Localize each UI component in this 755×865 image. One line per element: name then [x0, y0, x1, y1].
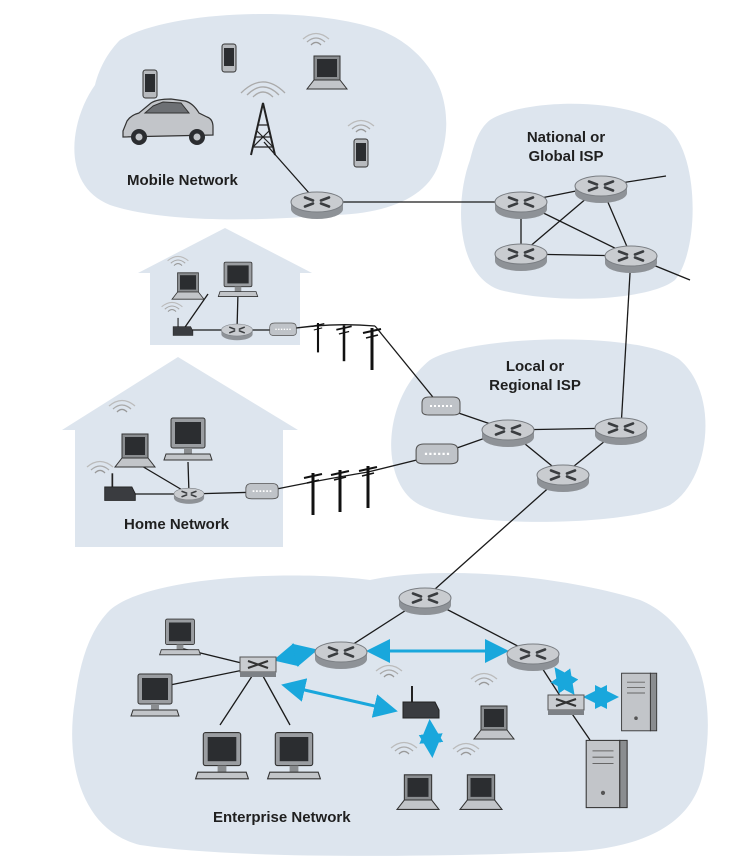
- utility-pole-icon: [310, 321, 326, 354]
- router-icon: [173, 487, 205, 505]
- national-isp-label-line1: National or: [527, 129, 606, 146]
- server-icon: [585, 739, 628, 809]
- switch-icon: [239, 656, 277, 678]
- monitor-icon: [163, 417, 213, 461]
- ethernet-links: [273, 639, 619, 758]
- regional-isp-label-line2: Regional ISP: [489, 377, 581, 394]
- router-icon: [505, 642, 561, 673]
- router-icon: [593, 416, 649, 447]
- router-icon: [603, 244, 659, 275]
- modem-icon: [245, 482, 279, 500]
- utility-pole-icon: [302, 471, 324, 517]
- switch-icon: [547, 694, 585, 716]
- monitor-icon: [130, 673, 180, 717]
- cell-tower-icon: [240, 81, 286, 156]
- router-icon: [535, 463, 591, 494]
- regional-isp-cloud: [391, 339, 706, 522]
- car-icon: [122, 98, 214, 145]
- router-icon: [573, 174, 629, 205]
- modem-icon: [269, 322, 297, 337]
- monitor-icon: [195, 732, 249, 780]
- regional-isp-label-line1: Local or: [506, 358, 565, 375]
- utility-pole-icon: [361, 326, 383, 372]
- phone-icon: [353, 138, 369, 168]
- mobile-network-label: Mobile Network: [127, 172, 239, 189]
- utility-pole-icon: [335, 324, 353, 363]
- router-icon: [493, 242, 549, 273]
- monitor-icon: [217, 261, 259, 297]
- monitor-icon: [159, 618, 201, 656]
- home-network-label: Home Network: [124, 516, 230, 533]
- router-icon: [313, 640, 369, 671]
- router-icon: [480, 418, 536, 449]
- router-icon: [397, 586, 453, 617]
- router-icon: [289, 190, 345, 221]
- utility-pole-icon: [357, 464, 379, 510]
- phone-icon: [221, 43, 237, 73]
- monitor-icon: [267, 732, 321, 780]
- router-icon: [493, 190, 549, 221]
- phone-icon: [142, 69, 158, 99]
- modem-icon: [421, 396, 461, 416]
- modem-icon: [415, 442, 459, 465]
- enterprise-network-label: Enterprise Network: [213, 809, 351, 826]
- server-icon: [621, 672, 658, 732]
- national-isp-label-line2: Global ISP: [528, 148, 603, 165]
- router-icon: [220, 323, 254, 341]
